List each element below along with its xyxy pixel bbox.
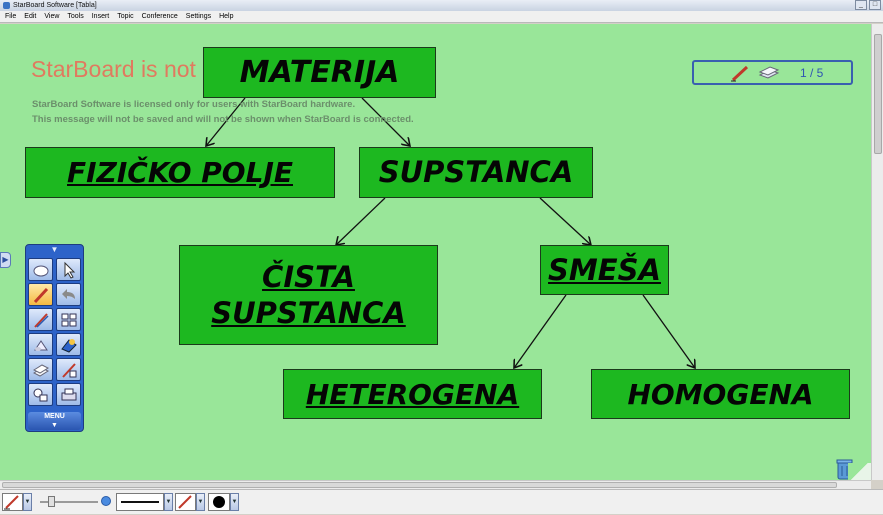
box-cista-label-line2: SUPSTANCA (211, 296, 406, 330)
line-style-dropdown-icon[interactable]: ▼ (164, 493, 173, 511)
page-sorter-icon[interactable] (56, 308, 81, 331)
horizontal-scrollbar[interactable] (0, 480, 871, 489)
horizontal-scroll-thumb[interactable] (2, 482, 837, 488)
pages-icon[interactable] (758, 65, 780, 87)
minimize-button[interactable]: _ (855, 0, 867, 10)
box-heterogena[interactable]: HETEROGENA (283, 369, 542, 419)
box-homogena-label: HOMOGENA (627, 377, 814, 411)
box-fizicko-polje-label: FIZIČKO POLJE (67, 156, 293, 189)
menu-edit[interactable]: Edit (24, 13, 37, 20)
box-smesa-label: SMEŠA (548, 252, 661, 287)
maximize-button[interactable]: □ (869, 0, 881, 10)
box-cista-label-line1: ČISTA (262, 259, 355, 294)
shapes-icon[interactable] (28, 383, 53, 406)
trash-icon[interactable] (836, 458, 853, 480)
undo-icon[interactable] (56, 283, 81, 306)
vertical-scrollbar[interactable] (871, 24, 883, 480)
box-supstanca[interactable]: SUPSTANCA (359, 147, 593, 198)
bottom-toolbar: ▼ ▼ ▼ ▼ (0, 489, 883, 514)
line-color-button[interactable] (175, 493, 196, 511)
menu-bar: File Edit View Tools Insert Topic Confer… (0, 11, 883, 23)
box-materija[interactable]: MATERIJA (203, 47, 436, 98)
connector-arrows (0, 97, 871, 480)
license-notice-line2: This message will not be saved and will … (32, 114, 414, 125)
new-page-icon[interactable] (28, 358, 53, 381)
box-cista-supstanca[interactable]: ČISTA SUPSTANCA (179, 245, 438, 345)
page-indicator: 1 / 5 (800, 66, 824, 80)
app-icon (3, 2, 10, 9)
menu-tools[interactable]: Tools (67, 13, 84, 20)
box-fizicko-polje[interactable]: FIZIČKO POLJE (25, 147, 335, 198)
box-supstanca-label: SUPSTANCA (378, 155, 574, 190)
transparency-dot-icon[interactable] (101, 496, 111, 506)
width-slider[interactable] (40, 496, 98, 507)
line-style-select[interactable] (116, 493, 164, 511)
pen-icon[interactable] (730, 65, 750, 87)
width-slider-knob[interactable] (48, 496, 55, 507)
menu-topic[interactable]: Topic (117, 13, 134, 20)
box-materija-label: MATERIJA (239, 54, 400, 90)
print-icon[interactable] (56, 383, 81, 406)
whiteboard-canvas[interactable]: StarBoard is not connected. StarBoard So… (0, 24, 871, 480)
screen-capture-icon[interactable] (56, 333, 81, 356)
menu-help[interactable]: Help (219, 13, 234, 20)
arrow-supstanca-smesa (539, 197, 591, 245)
arrow-smesa-heterogena (514, 294, 567, 368)
page-control: 1 / 5 (692, 60, 853, 85)
menu-button[interactable]: MENU ▼ (28, 412, 81, 430)
select-arrow-icon[interactable] (56, 258, 81, 281)
expand-arrow-icon[interactable]: ▶ (0, 252, 11, 268)
menu-file[interactable]: File (5, 13, 17, 20)
arrow-materija-fizicko (206, 97, 246, 146)
window-controls: _ □ (855, 0, 881, 10)
pen-color-button[interactable] (2, 493, 23, 511)
box-heterogena-label: HETEROGENA (305, 377, 520, 411)
clear-tool-icon[interactable] (28, 333, 53, 356)
menu-down-icon: ▼ (51, 422, 58, 429)
pen-settings-icon[interactable] (56, 358, 81, 381)
arrow-supstanca-cista (336, 197, 386, 245)
license-notice-line1: StarBoard Software is licensed only for … (32, 99, 356, 110)
menu-view[interactable]: View (44, 13, 60, 20)
eraser-tool-icon[interactable] (28, 258, 53, 281)
menu-settings[interactable]: Settings (185, 13, 212, 20)
menu-button-label: MENU (44, 413, 65, 420)
title-bar: StarBoard Software [Tabla] _ □ (0, 0, 883, 11)
menu-insert[interactable]: Insert (91, 13, 110, 20)
window-title: StarBoard Software [Tabla] (13, 2, 97, 9)
tool-palette: ▼ MENU ▼ (25, 244, 84, 432)
arrow-smesa-homogena (642, 294, 695, 368)
pen-width-dropdown-icon[interactable]: ▼ (230, 493, 239, 511)
arrow-materija-supstanca (361, 97, 410, 146)
box-smesa[interactable]: SMEŠA (540, 245, 669, 295)
collapse-arrow-icon[interactable]: ▼ (50, 245, 59, 254)
menu-conference[interactable]: Conference (141, 13, 178, 20)
pen-color-dropdown-icon[interactable]: ▼ (23, 493, 32, 511)
pen-width-button[interactable] (208, 493, 230, 511)
vertical-scroll-thumb[interactable] (874, 34, 882, 154)
page-curl-icon[interactable] (848, 463, 871, 480)
box-homogena[interactable]: HOMOGENA (591, 369, 850, 419)
highlighter-icon[interactable] (28, 308, 53, 331)
line-color-dropdown-icon[interactable]: ▼ (196, 493, 205, 511)
pen-tool-icon[interactable] (28, 283, 53, 306)
